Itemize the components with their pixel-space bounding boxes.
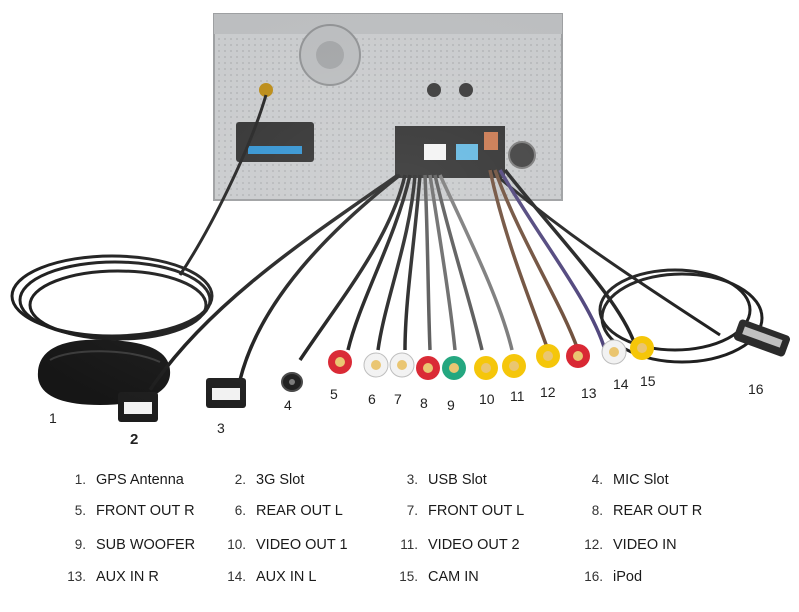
legend-item: 2. 3G Slot: [222, 472, 305, 488]
callout-2: 2: [130, 431, 139, 448]
legend-item: 4. MIC Slot: [579, 472, 669, 488]
legend-label: AUX IN L: [256, 569, 317, 585]
callout-14: 14: [613, 376, 629, 392]
legend-item: 16. iPod: [579, 569, 642, 585]
connector-legend: 1. GPS Antenna 2. 3G Slot 3. USB Slot 4. MIC…: [0, 462, 799, 612]
callout-13: 13: [581, 385, 597, 401]
legend-num: 7.: [406, 503, 418, 518]
legend-num: 12.: [584, 537, 603, 552]
legend-num: 16.: [584, 569, 603, 584]
legend-num: 4.: [591, 472, 603, 487]
legend-num: 9.: [74, 537, 86, 552]
legend-item: 3. USB Slot: [394, 472, 487, 488]
legend-num: 15.: [399, 569, 418, 584]
legend-label: AUX IN R: [96, 569, 159, 585]
callout-7: 7: [394, 391, 402, 407]
legend-label: iPod: [613, 569, 643, 585]
legend-label: SUB WOOFER: [96, 537, 196, 553]
callout-1: 1: [49, 410, 57, 426]
legend-num: 13.: [67, 569, 86, 584]
legend-item: 8. REAR OUT R: [579, 503, 702, 519]
legend-num: 11.: [400, 537, 418, 552]
legend-label: VIDEO OUT 1: [256, 537, 348, 553]
legend-num: 14.: [227, 569, 246, 584]
legend-label: VIDEO IN: [613, 537, 677, 553]
legend-num: 5.: [74, 503, 86, 518]
callout-6: 6: [368, 391, 376, 407]
legend-item: 14. AUX IN L: [222, 569, 316, 585]
legend-item: 1. GPS Antenna: [62, 472, 184, 488]
car-stereo-wiring-photo: [0, 0, 799, 460]
legend-num: 1.: [74, 472, 86, 487]
callout-12: 12: [540, 384, 556, 400]
legend-label: FRONT OUT R: [96, 503, 195, 519]
legend-label: FRONT OUT L: [428, 503, 525, 519]
callout-8: 8: [420, 395, 428, 411]
callout-4: 4: [284, 397, 292, 413]
legend-num: 6.: [234, 503, 246, 518]
legend-label: 3G Slot: [256, 472, 305, 488]
legend-num: 10.: [227, 537, 246, 552]
callout-9: 9: [447, 397, 455, 413]
legend-item: 10. VIDEO OUT 1: [222, 537, 348, 553]
legend-label: REAR OUT R: [613, 503, 703, 519]
callout-5: 5: [330, 386, 338, 402]
legend-label: CAM IN: [428, 569, 479, 585]
legend-label: USB Slot: [428, 472, 487, 488]
callout-10: 10: [479, 391, 495, 407]
legend-item: 6. REAR OUT L: [222, 503, 343, 519]
callout-11: 11: [510, 388, 525, 404]
legend-item: 9. SUB WOOFER: [62, 537, 195, 553]
legend-label: GPS Antenna: [96, 472, 184, 488]
legend-item: 11. VIDEO OUT 2: [394, 537, 520, 553]
legend-num: 3.: [406, 472, 418, 487]
legend-item: 5. FRONT OUT R: [62, 503, 195, 519]
callout-3: 3: [217, 420, 225, 436]
legend-label: REAR OUT L: [256, 503, 343, 519]
legend-label: MIC Slot: [613, 472, 669, 488]
legend-item: 12. VIDEO IN: [579, 537, 677, 553]
legend-num: 8.: [591, 503, 603, 518]
legend-item: 13. AUX IN R: [62, 569, 159, 585]
callout-16: 16: [748, 381, 764, 397]
callout-15: 15: [640, 373, 656, 389]
legend-label: VIDEO OUT 2: [428, 537, 520, 553]
legend-item: 15. CAM IN: [394, 569, 479, 585]
legend-num: 2.: [234, 472, 246, 487]
legend-item: 7. FRONT OUT L: [394, 503, 524, 519]
